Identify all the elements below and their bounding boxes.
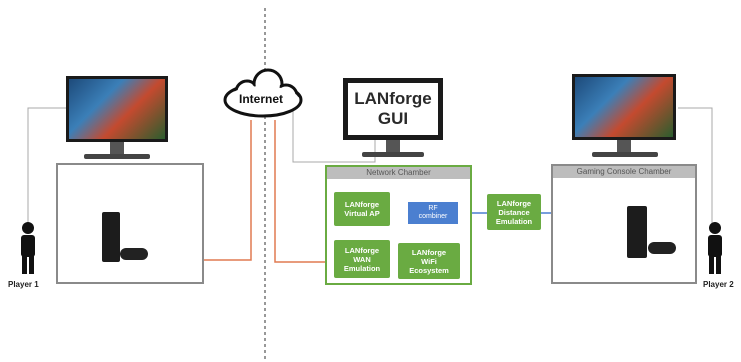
ps4-console-icon <box>102 212 120 262</box>
player2-label: Player 2 <box>703 280 734 289</box>
player1-label: Player 1 <box>8 280 39 289</box>
player1-monitor-wire <box>27 107 66 228</box>
distance-emulation-box: LANforge Distance Emulation <box>487 194 541 230</box>
gui-title-line1: LANforge <box>354 89 432 108</box>
player1-icon <box>21 222 35 274</box>
wifi-ecosystem-box: LANforge WiFi Ecosystem <box>398 243 460 279</box>
gaming-chamber-label: Gaming Console Chamber <box>553 166 695 178</box>
virtual-ap-box: LANforge Virtual AP <box>334 192 390 226</box>
gaming-console-chamber: Gaming Console Chamber <box>551 164 697 284</box>
internet-wan-wire <box>274 120 330 263</box>
cloud-icon <box>223 68 303 118</box>
player1-console-box <box>56 163 204 284</box>
gui-title-line2: GUI <box>377 109 409 128</box>
player2-monitor-wire <box>678 107 713 228</box>
gui-wire <box>292 100 376 163</box>
ps4-console-icon-right <box>627 206 647 258</box>
network-chamber-label: Network Chamber <box>327 167 470 179</box>
wan-emulation-box: LANforge WAN Emulation <box>334 240 390 278</box>
controller-icon-right <box>648 242 676 254</box>
player2-icon <box>708 222 722 274</box>
internet-label: Internet <box>239 92 284 106</box>
rf-combiner-box: RF combiner <box>408 202 458 224</box>
controller-icon <box>120 248 148 260</box>
